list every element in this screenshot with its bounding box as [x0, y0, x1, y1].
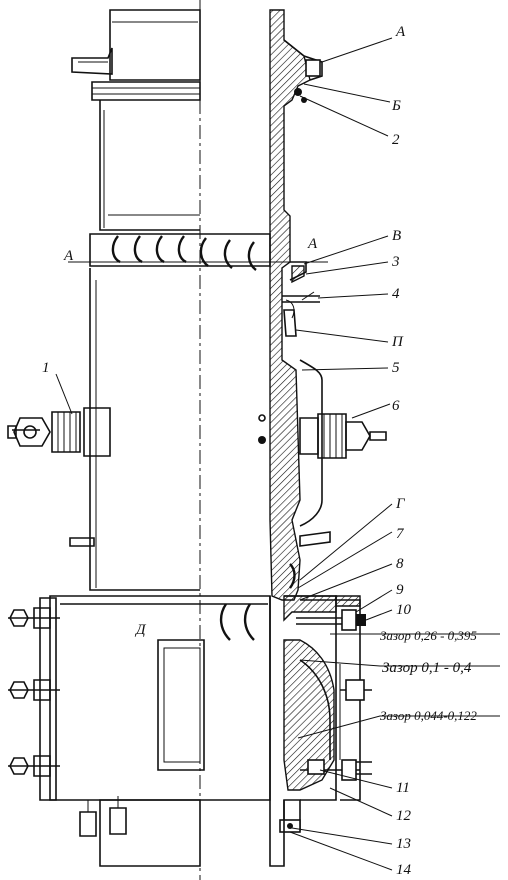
callout-8: 8	[396, 556, 404, 572]
crankcase-section	[279, 595, 372, 833]
callout-9: 9	[396, 582, 404, 598]
bolt-left-bottom	[8, 755, 60, 777]
injector-1	[7, 407, 111, 457]
callout-6: 6	[392, 398, 400, 414]
crankcase-box	[8, 595, 271, 867]
bolt-left-top	[8, 607, 60, 629]
clearance-label-2: Зазор 0,1 - 0,4	[382, 660, 472, 676]
callout-1: 1	[42, 360, 50, 376]
callout-7: 7	[396, 526, 405, 542]
section-view	[258, 9, 387, 867]
clearance-label-1: Зазор 0,26 - 0,395	[380, 628, 477, 643]
callout-13: 13	[396, 836, 411, 852]
section-label-A-left: А	[63, 248, 74, 264]
callout-10: 10	[396, 602, 412, 618]
label-V: В	[392, 228, 401, 244]
callout-5: 5	[392, 360, 400, 376]
labels: А Б 2 А А В 3 4 П 5 1 6 Г 7 8 9 10 Зазор…	[42, 24, 477, 878]
callout-11: 11	[396, 780, 410, 796]
section-label-A-right: А	[307, 236, 318, 252]
label-B: Б	[391, 98, 401, 114]
callout-14: 14	[396, 862, 412, 878]
injector-6	[299, 413, 387, 459]
callout-2: 2	[392, 132, 400, 148]
callout-12: 12	[396, 808, 412, 824]
label-P: П	[391, 334, 404, 350]
callout-3: 3	[391, 254, 400, 270]
callout-4: 4	[392, 286, 400, 302]
label-A: А	[395, 24, 406, 40]
clearance-label-3: Зазор 0,044-0,122	[380, 708, 477, 723]
bolt-left-mid	[8, 679, 60, 701]
exterior-view	[7, 9, 328, 867]
label-G: Г	[395, 496, 406, 512]
leader-lines	[55, 37, 500, 871]
label-D: Д	[134, 622, 147, 638]
